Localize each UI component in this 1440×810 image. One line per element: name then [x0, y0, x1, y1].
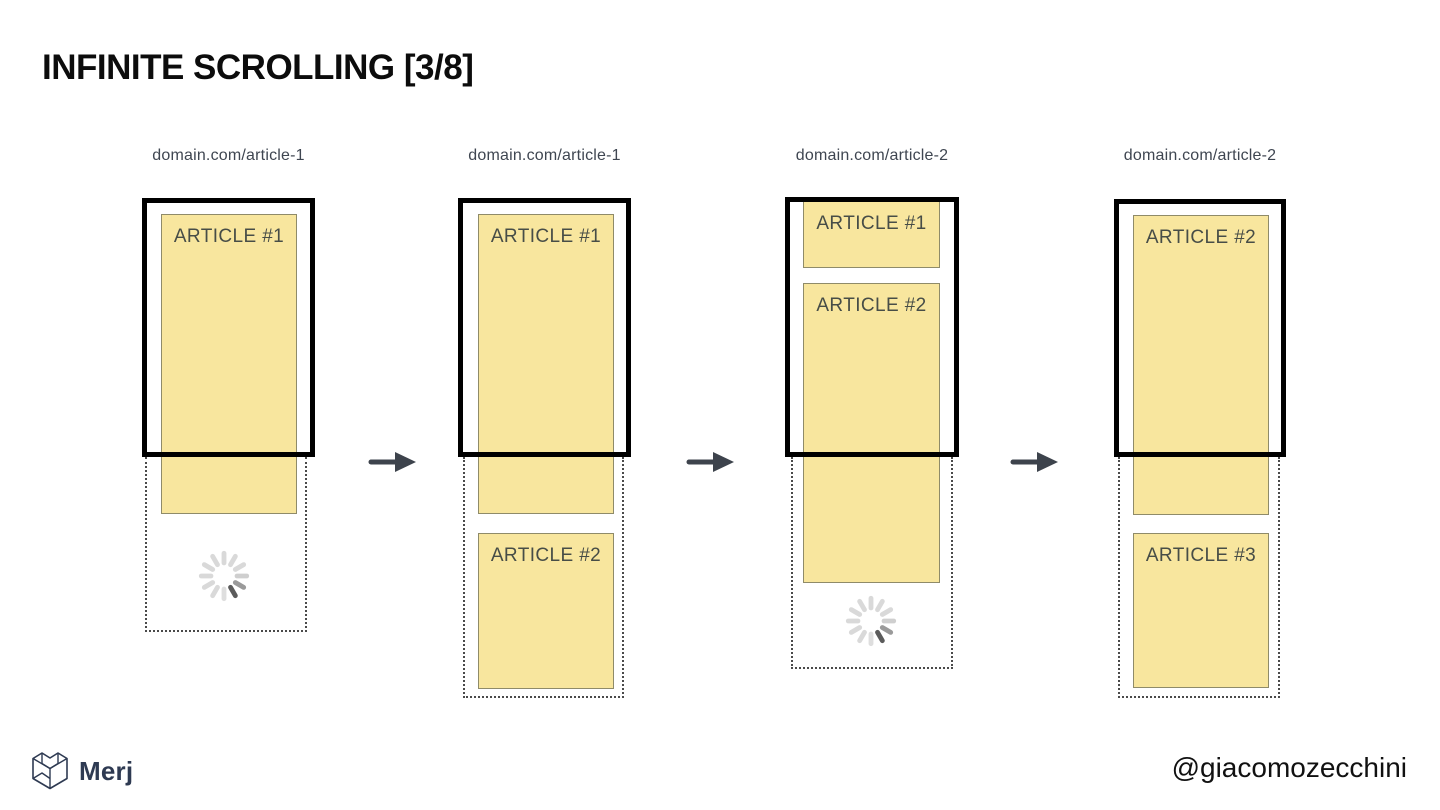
page-title: INFINITE SCROLLING [3/8]	[42, 48, 474, 87]
panel1-unrendered-area	[145, 457, 307, 632]
step-arrow-icon	[368, 450, 418, 479]
merj-cube-icon	[30, 750, 70, 792]
panel3-article-2: ARTICLE #2	[803, 283, 940, 583]
panel3-url-label: domain.com/article-2	[795, 147, 949, 164]
step-arrow-icon	[686, 450, 736, 479]
panel4-article-2: ARTICLE #2	[1133, 215, 1269, 515]
panel2-article-2: ARTICLE #2	[478, 533, 614, 689]
step-arrow-icon	[1010, 450, 1060, 479]
panel2-url-label: domain.com/article-1	[468, 147, 621, 164]
panel1-article-1: ARTICLE #1	[161, 214, 297, 514]
panel2-browser-viewport	[458, 198, 631, 457]
panel3-browser-viewport	[785, 197, 959, 457]
panel1-url-label: domain.com/article-1	[152, 147, 305, 164]
panel3-unrendered-area	[791, 457, 953, 669]
panel4-article-3: ARTICLE #3	[1133, 533, 1269, 688]
panel1-browser-viewport	[142, 198, 315, 457]
panel4-url-label: domain.com/article-2	[1123, 147, 1277, 164]
author-handle: @giacomozecchini	[1171, 752, 1407, 783]
brand-name: Merj	[79, 755, 134, 786]
panel2-unrendered-area	[463, 457, 624, 698]
panel4-unrendered-area	[1118, 457, 1280, 698]
loading-spinner-icon	[195, 547, 253, 610]
panel4-browser-viewport	[1114, 199, 1286, 457]
merj-logo: Merj	[30, 750, 133, 792]
panel2-article-1: ARTICLE #1	[478, 214, 614, 514]
loading-spinner-icon	[842, 592, 900, 655]
panel3-article-1: ARTICLE #1	[803, 202, 940, 268]
